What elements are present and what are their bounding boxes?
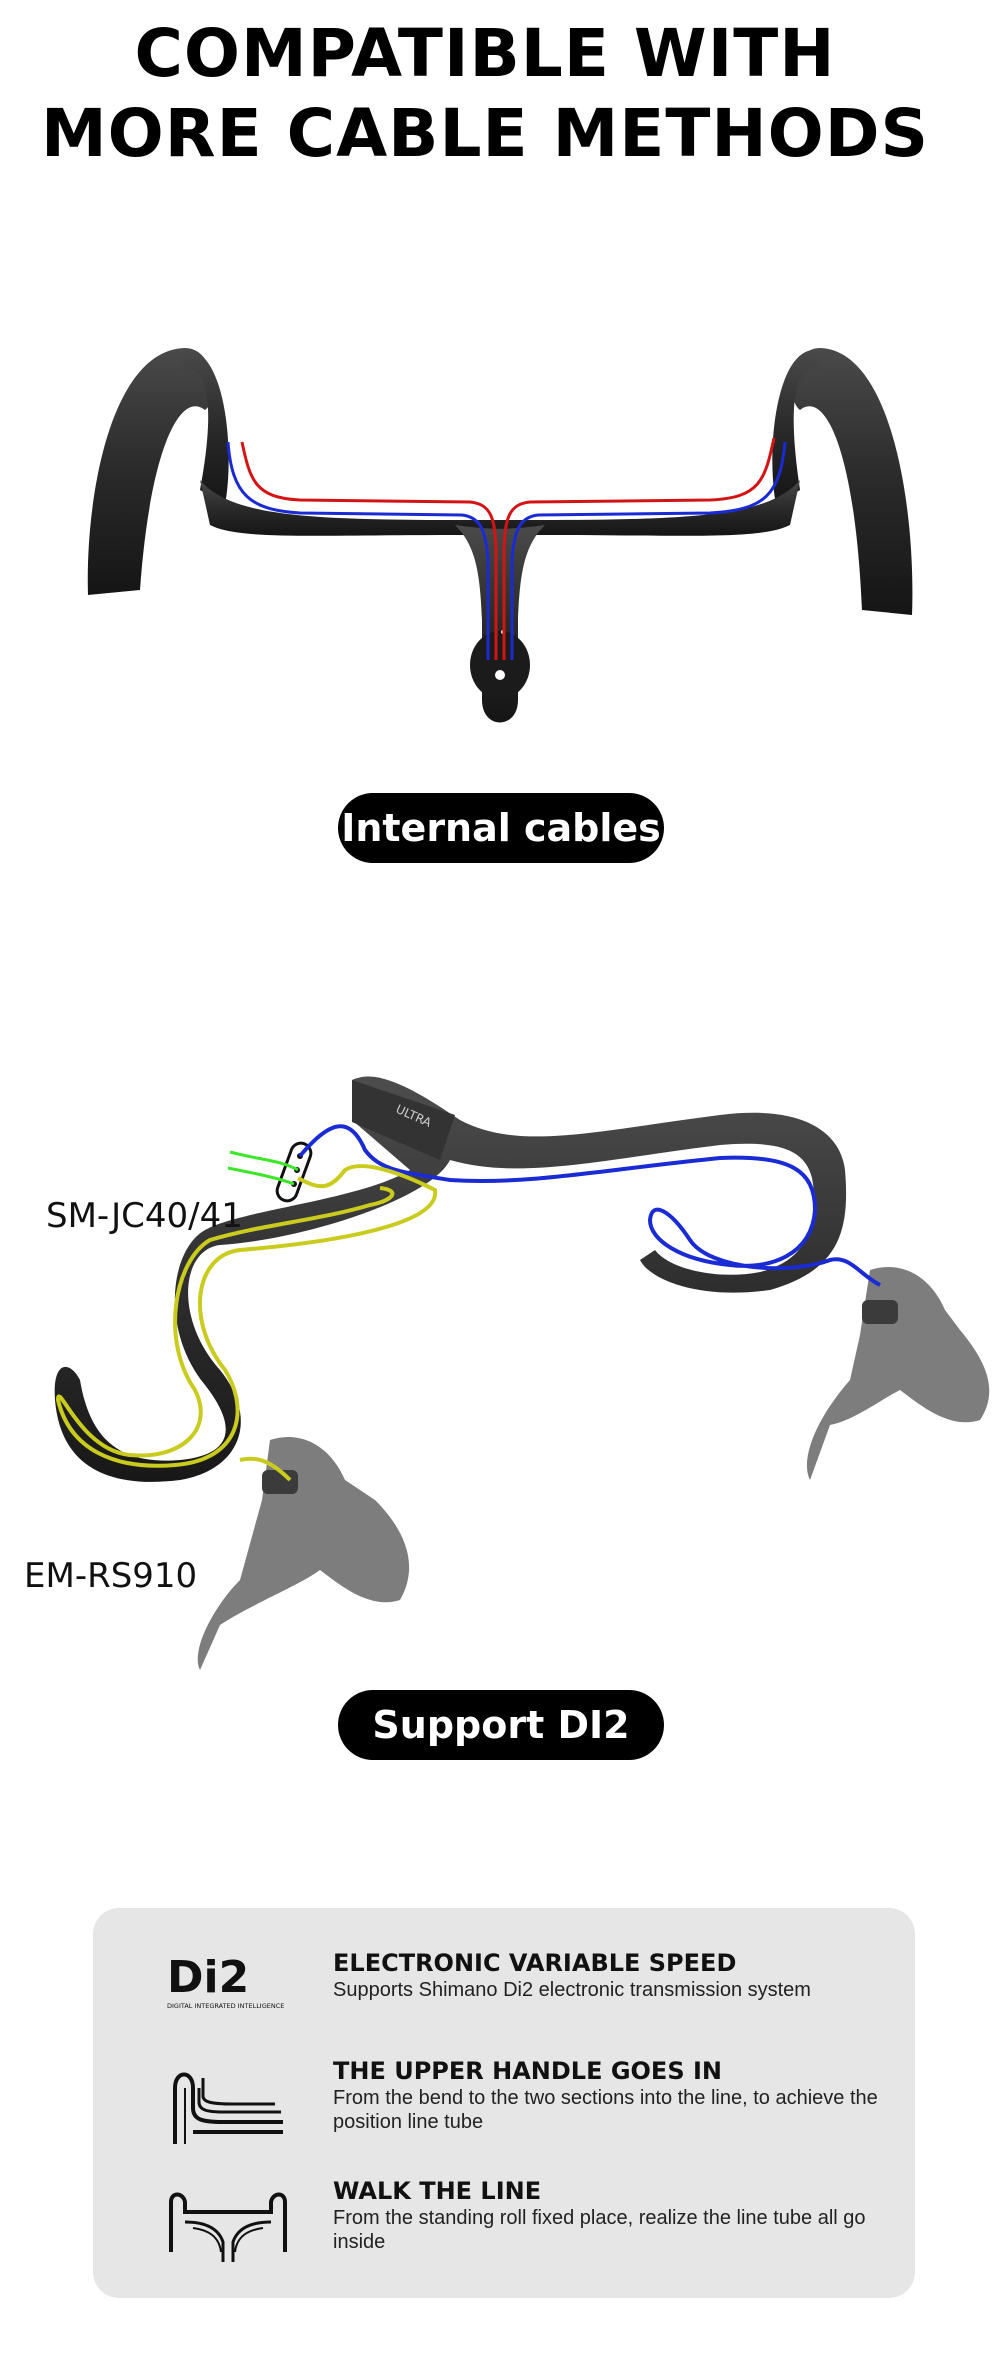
- di2-handlebar-image: ULTRA: [0, 1060, 1000, 1700]
- handlebar-routing-icon: [163, 2172, 293, 2272]
- headline-line-2: MORE CABLE METHODS: [40, 95, 930, 172]
- di2-logo-text: Di2: [167, 1952, 249, 2003]
- bend-routing-icon: [163, 2048, 293, 2148]
- di2-badge: Support DI2: [338, 1690, 664, 1760]
- feature-item: WALK THE LINE From the standing roll fix…: [93, 2172, 915, 2272]
- feature-title: WALK THE LINE: [333, 2177, 542, 2205]
- internal-cables-handlebar-image: [0, 330, 1000, 750]
- feature-item: Di2 DIGITAL INTEGRATED INTELLIGENCE ELEC…: [93, 1932, 915, 2032]
- feature-description: From the bend to the two sections into t…: [333, 2087, 878, 2133]
- feature-description: From the standing roll fixed place, real…: [333, 2207, 866, 2253]
- page-headline: COMPATIBLE WITH MORE CABLE METHODS: [0, 14, 970, 174]
- feature-description: Supports Shimano Di2 electronic transmis…: [333, 1979, 811, 2001]
- feature-item: THE UPPER HANDLE GOES IN From the bend t…: [93, 2048, 915, 2148]
- di2-logo-icon: Di2 DIGITAL INTEGRATED INTELLIGENCE: [163, 1932, 293, 2032]
- internal-cables-badge-label: Internal cables: [341, 806, 661, 850]
- junction-label: SM-JC40/41: [46, 1196, 243, 1236]
- di2-badge-label: Support DI2: [372, 1703, 630, 1747]
- di2-logo-subtext: DIGITAL INTEGRATED INTELLIGENCE: [167, 2002, 284, 2010]
- features-panel: Di2 DIGITAL INTEGRATED INTELLIGENCE ELEC…: [93, 1908, 915, 2298]
- headline-line-1: COMPATIBLE WITH: [134, 15, 836, 92]
- internal-cables-badge: Internal cables: [338, 793, 664, 863]
- feature-title: ELECTRONIC VARIABLE SPEED: [333, 1949, 737, 1977]
- feature-title: THE UPPER HANDLE GOES IN: [333, 2057, 722, 2085]
- port-label: EM-RS910: [24, 1556, 198, 1596]
